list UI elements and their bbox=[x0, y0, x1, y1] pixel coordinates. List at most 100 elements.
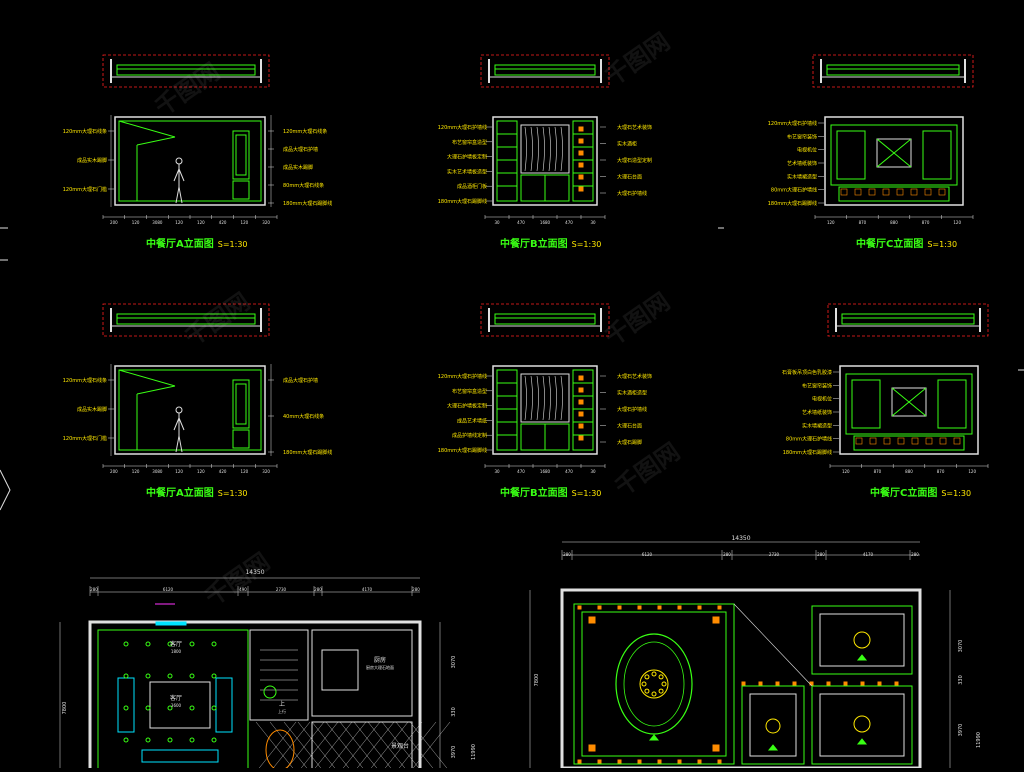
dimension-value: 4170 bbox=[362, 587, 373, 592]
rug-pattern bbox=[189, 641, 195, 647]
ceiling-light bbox=[765, 718, 781, 734]
drawer-knob bbox=[924, 188, 932, 196]
tile-line bbox=[395, 721, 437, 772]
tv-frame bbox=[891, 387, 927, 417]
material-label: 大理石造型定制 bbox=[617, 157, 652, 164]
curtain-fold bbox=[542, 126, 545, 172]
section-frame bbox=[102, 54, 270, 88]
room-name: 客厅 bbox=[170, 694, 182, 702]
dimension-value: 11990 bbox=[976, 732, 982, 748]
human-figure-leg bbox=[175, 435, 180, 453]
material-label: 120mm大理石门槛 bbox=[63, 435, 107, 442]
dimension-value: 14350 bbox=[731, 535, 750, 542]
ceiling-molding bbox=[494, 64, 596, 76]
rug-pattern bbox=[145, 737, 151, 743]
rug-pattern bbox=[211, 737, 217, 743]
room-name: 厨房 bbox=[374, 656, 386, 664]
door-panel bbox=[232, 429, 250, 449]
drawer-knob bbox=[883, 437, 891, 445]
elevation-outline bbox=[492, 116, 598, 206]
tile-line bbox=[367, 721, 409, 772]
cabinet-base bbox=[838, 186, 950, 202]
ornament bbox=[578, 399, 584, 405]
dimension-value: 30 bbox=[494, 220, 500, 225]
dimension-value: 280 bbox=[817, 552, 825, 557]
tv-diagonal bbox=[891, 387, 927, 417]
dimension-value: 470 bbox=[517, 220, 525, 225]
human-figure-arm bbox=[173, 168, 180, 182]
level-indicator bbox=[856, 654, 868, 661]
ceiling-molding bbox=[494, 313, 596, 325]
ceiling-molding bbox=[841, 313, 975, 325]
level-mark bbox=[792, 681, 797, 686]
level-indicator bbox=[767, 744, 779, 751]
tile-line bbox=[339, 721, 381, 772]
dimension-value: 3080 bbox=[152, 469, 163, 474]
tile-line bbox=[255, 721, 297, 772]
dimension-value: 120 bbox=[132, 469, 140, 474]
ceiling-room bbox=[811, 685, 913, 765]
rug-pattern bbox=[123, 737, 129, 743]
material-label: 大理石艺术装饰 bbox=[617, 373, 652, 380]
rug-pattern bbox=[145, 641, 151, 647]
ornament bbox=[578, 174, 584, 180]
dimension-value: 3070 bbox=[958, 640, 964, 653]
material-label: 大理石护墙板定制 bbox=[447, 403, 487, 410]
rug-pattern bbox=[189, 705, 195, 711]
curtain-frame bbox=[520, 124, 570, 174]
chandelier-arm bbox=[658, 688, 664, 694]
oval-ceiling-inner bbox=[623, 641, 685, 727]
level-mark bbox=[826, 681, 831, 686]
dimension-value: 30 bbox=[494, 469, 500, 474]
material-label: 大理石护墙线 bbox=[617, 190, 647, 197]
rug-pattern bbox=[167, 705, 173, 711]
level-mark bbox=[758, 681, 763, 686]
rug-pattern bbox=[167, 641, 173, 647]
chandelier-arm bbox=[641, 681, 647, 687]
shelf-unit bbox=[496, 369, 518, 451]
dimension-value: 420 bbox=[219, 220, 227, 225]
dimension-value: 120 bbox=[175, 469, 183, 474]
curtain-fold bbox=[548, 375, 551, 421]
cove-light bbox=[577, 605, 582, 610]
cove-light bbox=[717, 605, 722, 610]
dimension-value: 1680 bbox=[540, 220, 551, 225]
cove-light bbox=[657, 605, 662, 610]
ceiling-room bbox=[741, 685, 805, 765]
dimension-value: 320 bbox=[262, 220, 270, 225]
dimension-value: 4170 bbox=[863, 552, 874, 557]
ceiling-inner-panel bbox=[581, 611, 727, 757]
curtain-fold bbox=[560, 375, 563, 421]
downlight bbox=[588, 744, 596, 752]
tile-line bbox=[311, 721, 353, 772]
perspective-line bbox=[136, 385, 176, 395]
dimension-value: 120 bbox=[842, 469, 850, 474]
tile-line bbox=[353, 721, 395, 772]
cove-light bbox=[697, 605, 702, 610]
curtain-fold bbox=[536, 126, 539, 172]
tile-line bbox=[283, 721, 325, 772]
dimension-value: 6120 bbox=[642, 552, 653, 557]
ornament bbox=[578, 150, 584, 156]
dimension-value: 14350 bbox=[245, 569, 264, 576]
material-label: 布艺窗帘装饰 bbox=[802, 382, 832, 389]
perspective-line bbox=[118, 120, 176, 138]
dimension-value: 320 bbox=[262, 469, 270, 474]
dimension-value: 11990 bbox=[471, 744, 477, 760]
wall-panel bbox=[118, 120, 262, 202]
material-label: 成品大理石护墙 bbox=[283, 377, 318, 384]
side-panel bbox=[937, 379, 967, 429]
ornament bbox=[578, 387, 584, 393]
rug-pattern bbox=[123, 705, 129, 711]
dimension-value: 120 bbox=[132, 220, 140, 225]
drawer-knob bbox=[911, 437, 919, 445]
sofa bbox=[117, 677, 135, 733]
curtain-fold bbox=[554, 375, 557, 421]
ceiling-room bbox=[811, 605, 913, 675]
human-figure-arm bbox=[178, 417, 185, 431]
drawer-knob bbox=[938, 188, 946, 196]
cove-light bbox=[677, 759, 682, 764]
dimension-value: 6120 bbox=[163, 587, 174, 592]
